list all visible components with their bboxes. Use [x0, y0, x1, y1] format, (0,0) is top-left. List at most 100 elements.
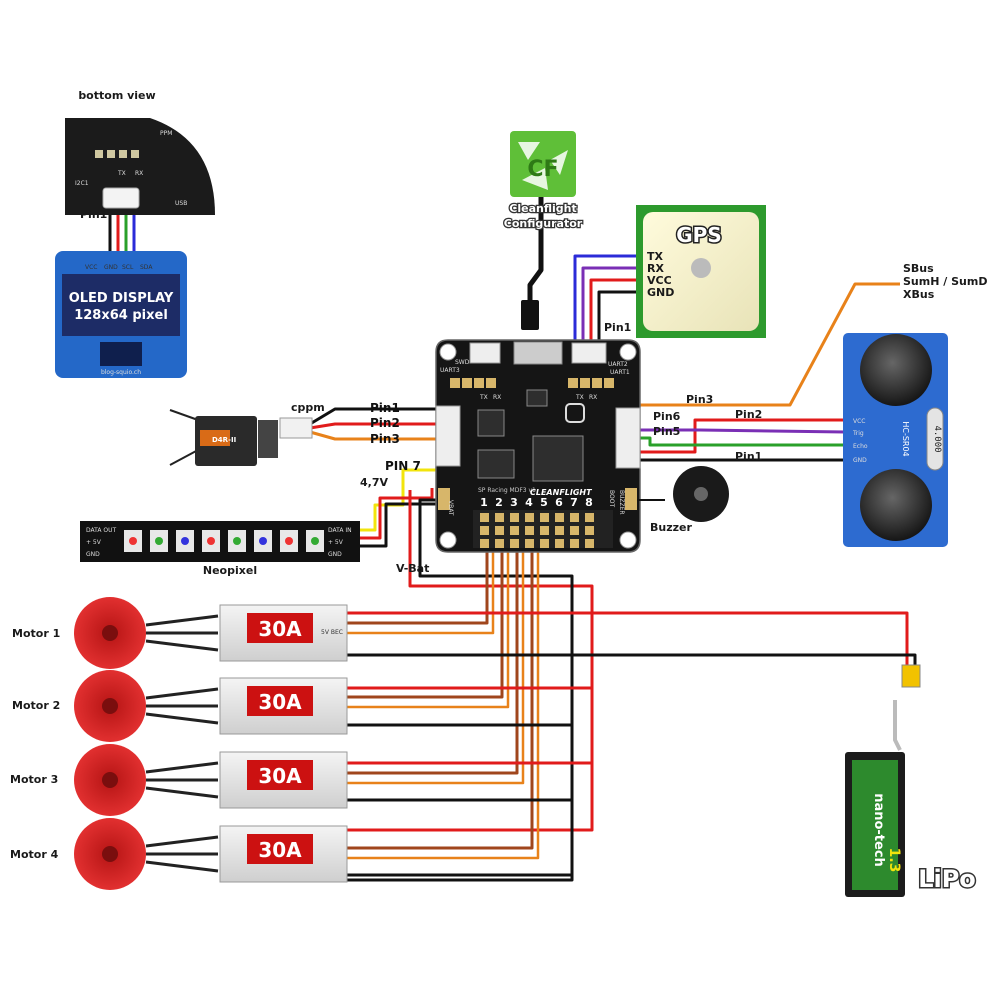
neopixel-right-data-in: DATA IN — [328, 527, 352, 534]
fc-mount-hole-br — [619, 531, 637, 549]
receiver-antenna-top — [169, 409, 199, 421]
esc2-signal-wire — [347, 510, 504, 699]
cleanflight-line1: Cleanflight — [509, 202, 576, 215]
esc4-signal-wire — [347, 510, 534, 850]
sonar-vcc-wire — [640, 418, 845, 454]
fc-vbat-label: VBAT — [447, 500, 454, 516]
fc-vbat-pads — [438, 488, 450, 510]
oled-board-ppm-label: PPM — [160, 130, 172, 137]
receiver-model: D4R-II — [212, 436, 236, 444]
lipo-negative-wire — [347, 653, 917, 665]
fc-logo: CLEANFLIGHT — [530, 488, 592, 497]
neopixel-left-data-out: DATA OUT — [86, 527, 116, 534]
fc-buzzer-label: BUZZER — [618, 490, 625, 515]
fc-vbat-wire-label: V-Bat — [396, 562, 429, 575]
usb-plug — [521, 300, 539, 330]
fc-header-1: 1 — [480, 496, 488, 509]
buzzer-section: Buzzer — [637, 466, 729, 534]
gps-antenna-feed — [691, 258, 711, 278]
neopixel-label: Neopixel — [203, 564, 257, 577]
sonar-pin-trig: Trig — [852, 430, 864, 437]
gps-pin-tx: TX — [647, 250, 664, 263]
fc-uart1-label: UART1 — [610, 369, 630, 376]
oled-connector — [102, 187, 140, 209]
oled-pin-sda: SDA — [140, 264, 153, 271]
gps-section: GPS TX RX VCC GND Pin1 — [604, 205, 766, 338]
oled-section: bottom view PPM I2C1 TX RX USB Pin1 VCC … — [55, 89, 215, 378]
motor-2-group: Motor 2 30A — [12, 670, 348, 742]
fc-header-7: 7 — [570, 496, 578, 509]
motors-section: Motor 1 30A 5V BEC Motor 2 30A Motor 3 — [10, 597, 348, 890]
fc-uart2-rx: RX — [589, 394, 597, 401]
neopixel-voltage: 4,7V — [360, 476, 388, 489]
esc-4-rating: 30A — [258, 838, 302, 862]
gps-tx-wire — [573, 254, 643, 340]
fc-header-3: 3 — [510, 496, 518, 509]
fc-uart3-label: UART3 — [440, 367, 460, 374]
esc4-signal-wire-b — [347, 510, 540, 860]
fc-rc-connector — [435, 405, 461, 467]
fc-uart2-connector — [571, 342, 607, 364]
gps-pin1-label: Pin1 — [604, 321, 631, 334]
lipo-positive-wire — [347, 611, 909, 665]
oled-board-tx-label: TX — [117, 170, 126, 177]
oled-bottom-view-caption: bottom view — [78, 89, 155, 102]
gps-pin-gnd: GND — [647, 286, 674, 299]
flight-controller: UART3 SWD UART2 UART1 TX RX TX RX SP Rac… — [385, 339, 641, 575]
fc-swd-label: SWD — [455, 359, 470, 366]
fc-boot-label: BOOT — [608, 490, 615, 507]
gps-gnd-wire — [597, 290, 643, 340]
neopixel-leds — [124, 530, 324, 552]
oled-pin1-label: Pin1 — [80, 208, 107, 221]
motor-1-label: Motor 1 — [12, 627, 60, 640]
sonar-pin-gnd: GND — [853, 457, 867, 464]
fc-uart2-pads — [568, 378, 614, 388]
oled-pin-vcc: VCC — [85, 264, 97, 271]
fc-uart3-rx: RX — [493, 394, 501, 401]
receiver-pin1-label: Pin1 — [370, 401, 400, 415]
serial-rx-labels: SBus SumH / SumD XBus — [903, 262, 987, 301]
fc-mount-hole-tr — [619, 343, 637, 361]
receiver-pin2-label: Pin2 — [370, 416, 400, 430]
wires — [108, 196, 917, 882]
usb-cable — [527, 196, 544, 305]
motor-3-group: Motor 3 30A — [10, 744, 348, 816]
gps-vcc-wire — [589, 278, 643, 340]
fc-gyro — [477, 409, 505, 437]
fc-header-5: 5 — [540, 496, 548, 509]
sonar-transducer-bottom — [860, 469, 932, 541]
sonar-pin3-label: Pin3 — [686, 393, 713, 406]
sonar-serial-wire — [640, 282, 900, 407]
fc-pin7-label: PIN 7 — [385, 459, 421, 473]
receiver-pins — [258, 420, 278, 458]
fc-buzzer-pads — [625, 488, 637, 510]
gps-rx-wire — [581, 266, 643, 340]
neopixel-right-gnd: GND — [328, 551, 342, 558]
oled-pin-gnd: GND — [104, 264, 118, 271]
sonar-trig-wire — [640, 428, 846, 434]
fc-mount-hole-bl — [439, 531, 457, 549]
fc-header-6: 6 — [555, 496, 563, 509]
lipo-xt60-connector — [901, 664, 921, 688]
esc-1-rating: 30A — [258, 617, 302, 641]
gps-pin-vcc: VCC — [647, 274, 672, 287]
sonar-pin5-label: Pin5 — [653, 425, 680, 438]
sonar-pin6-label: Pin6 — [653, 410, 681, 423]
fc-header-2: 2 — [495, 496, 503, 509]
serial-rx-xbus: XBus — [903, 288, 935, 301]
esc-1-bec: 5V BEC — [321, 629, 343, 636]
motor-4-group: Motor 4 30A — [10, 818, 348, 890]
neopixel-wire-red — [350, 488, 434, 540]
fc-gnd-wire — [347, 498, 574, 882]
sonar-pin2-label: Pin2 — [735, 408, 762, 421]
oled-title-line2: 128x64 pixel — [74, 308, 168, 323]
fc-header-8: 8 — [585, 496, 593, 509]
fc-uart3-tx: TX — [479, 394, 488, 401]
vbat-wire — [347, 490, 594, 832]
fc-led — [565, 403, 585, 423]
motor-3-label: Motor 3 — [10, 773, 58, 786]
esc-2-rating: 30A — [258, 690, 302, 714]
lipo-section: nano-tech 1.3 LiPo — [845, 664, 977, 897]
oled-footer: blog-squio.ch — [101, 369, 141, 376]
